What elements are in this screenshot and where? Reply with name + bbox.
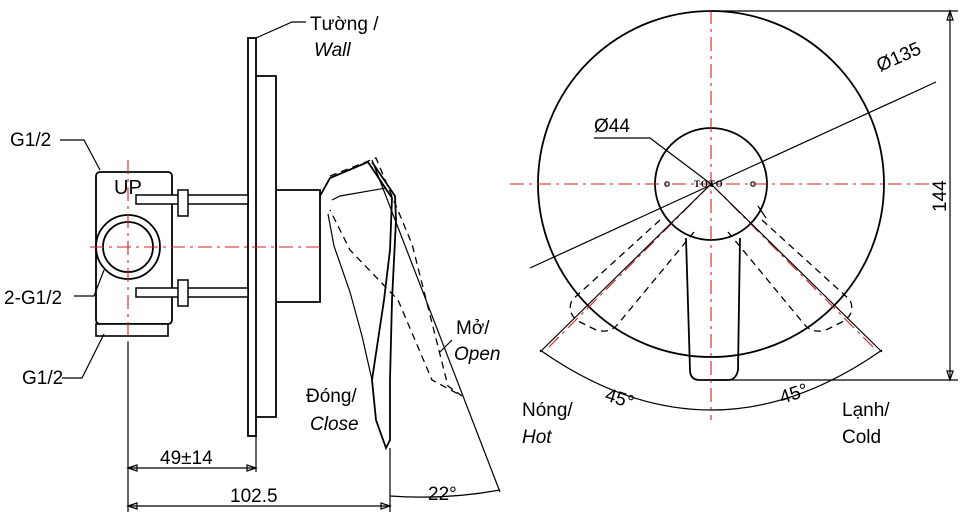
trim-plate [256, 75, 277, 418]
side-dimensions [126, 342, 501, 512]
lever-axis-line [371, 159, 501, 493]
wall-plate [247, 37, 257, 437]
open-label-en: Open [454, 344, 500, 365]
thread-side-leader [74, 269, 105, 297]
brand-logo: TOTO [694, 179, 724, 189]
close-label-vi: Đóng/ [306, 386, 357, 407]
wall-leader [255, 21, 306, 39]
up-mark: UP [114, 177, 142, 199]
thread-side-label: 2-G1/2 [4, 288, 62, 309]
dim-hub-dia: Ø44 [594, 116, 630, 137]
dia-44-leader [594, 137, 712, 185]
wall-label-vi: Tường / [310, 14, 379, 35]
dim-arc-22 [389, 489, 501, 498]
rod-nut-top [177, 189, 189, 217]
cold-label-en: Cold [842, 427, 881, 448]
side-view [60, 21, 501, 493]
lever-open-position [329, 157, 463, 397]
rod-nut-bottom [177, 279, 189, 307]
hot-label-vi: Nóng/ [522, 400, 573, 421]
open-label-vi: Mở/ [456, 318, 490, 339]
dim-depth-total: 102.5 [230, 486, 278, 507]
spindle-housing [276, 189, 321, 303]
dim-depth-body: 49±14 [160, 448, 213, 469]
cold-label-vi: Lạnh/ [842, 400, 890, 421]
open-leader [439, 339, 453, 353]
dim-hot-angle: 45° [602, 385, 636, 414]
wall-label-en: Wall [314, 40, 351, 61]
dia-135-line [529, 81, 937, 269]
thread-bottom-leader [62, 333, 105, 379]
front-view [510, 9, 958, 420]
lever-front [685, 237, 741, 381]
dim-height: 144 [930, 180, 951, 212]
thread-top-label: G1/2 [10, 130, 51, 151]
lever-cold-position [727, 219, 853, 332]
hot-label-en: Hot [522, 427, 552, 448]
thread-top-leader [60, 139, 101, 171]
mount-rod-top [135, 194, 249, 205]
lever-hot-position [569, 219, 695, 332]
mount-rod-bottom [135, 287, 249, 298]
bottom-nut [95, 323, 169, 337]
lever-inner-edge [327, 187, 387, 381]
dim-cold-angle: 45° [777, 380, 811, 409]
angle-arc [539, 349, 883, 411]
dim-plate-dia: Ø135 [873, 38, 924, 76]
dim-lever-angle: 22° [428, 484, 457, 505]
thread-bottom-label: G1/2 [22, 368, 63, 389]
close-label-en: Close [310, 414, 359, 435]
